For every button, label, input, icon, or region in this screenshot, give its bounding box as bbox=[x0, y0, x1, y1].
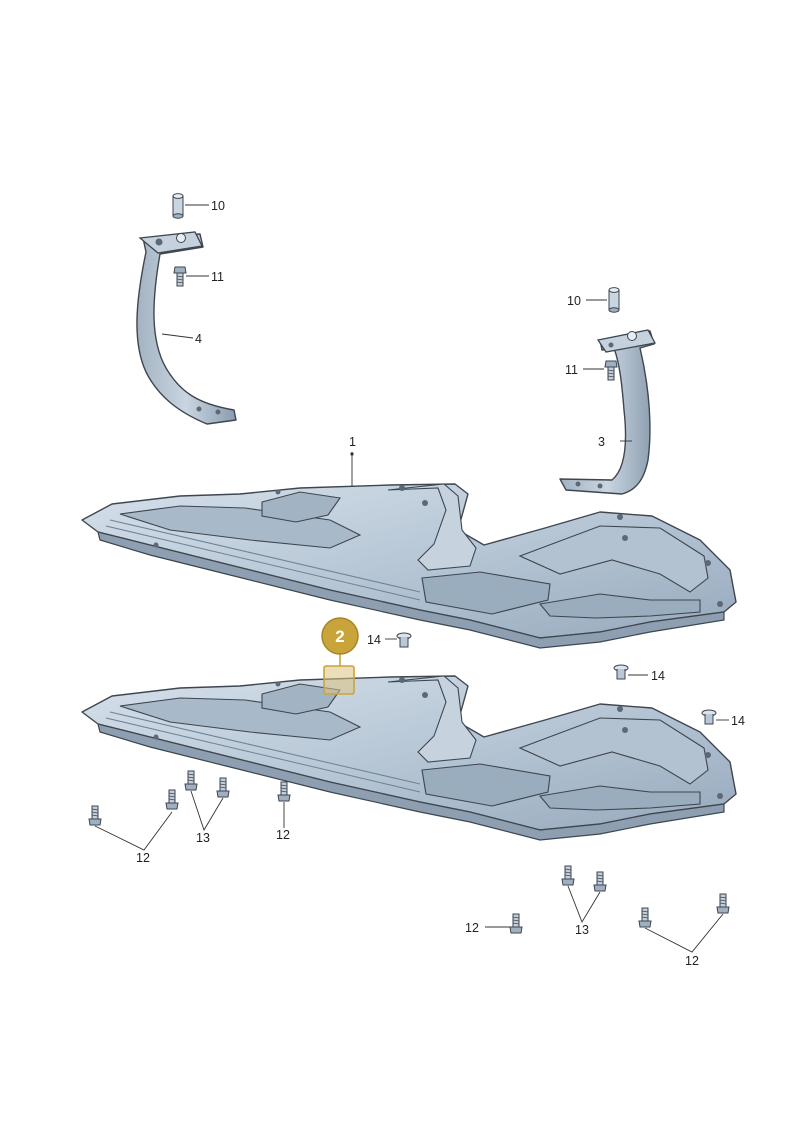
leader-lines bbox=[94, 204, 729, 953]
underbody-guard-upper bbox=[81, 483, 737, 649]
bolt-13-b bbox=[216, 777, 230, 798]
callout-13-a: 13 bbox=[196, 831, 210, 845]
bolt-12-c bbox=[277, 781, 291, 802]
bolt-12-d bbox=[509, 913, 523, 934]
bolt-12-a bbox=[88, 805, 102, 826]
sleeve-10-left bbox=[172, 193, 184, 219]
callout-12-b: 12 bbox=[276, 828, 290, 842]
callout-11-left: 11 bbox=[211, 270, 224, 284]
callout-labels: 1 3 4 10 10 11 11 12 12 12 12 13 13 14 1… bbox=[136, 199, 745, 968]
sleeve-10-right bbox=[608, 287, 620, 313]
callout-3: 3 bbox=[598, 435, 605, 449]
clip-14-c bbox=[701, 709, 717, 725]
bracket-right-3 bbox=[559, 329, 656, 495]
callout-12-c: 12 bbox=[465, 921, 479, 935]
underbody-guard-lower bbox=[81, 675, 737, 841]
bolt-12-e bbox=[638, 907, 652, 928]
callout-13-b: 13 bbox=[575, 923, 589, 937]
highlight-badge-number: 2 bbox=[335, 627, 344, 646]
callout-14-c: 14 bbox=[731, 714, 745, 728]
callout-14-b: 14 bbox=[651, 669, 665, 683]
bolt-11-right bbox=[604, 360, 618, 381]
bracket-left-4 bbox=[136, 231, 237, 425]
callout-12-a: 12 bbox=[136, 851, 150, 865]
highlight-marker[interactable]: 2 bbox=[321, 617, 359, 695]
callout-1: 1 bbox=[349, 435, 356, 449]
callout-10-left: 10 bbox=[211, 199, 225, 213]
callout-12-d: 12 bbox=[685, 954, 699, 968]
callout-11-right: 11 bbox=[565, 363, 578, 377]
bolt-12-b bbox=[165, 789, 179, 810]
bolt-13-a bbox=[184, 770, 198, 791]
bolt-12-f bbox=[716, 893, 730, 914]
callout-4: 4 bbox=[195, 332, 202, 346]
bolt-13-c bbox=[561, 865, 575, 886]
callout-14-a: 14 bbox=[367, 633, 381, 647]
callout-10-right: 10 bbox=[567, 294, 581, 308]
bolt-13-d bbox=[593, 871, 607, 892]
clip-14-a bbox=[396, 632, 412, 648]
bolt-11-left bbox=[173, 266, 187, 287]
clip-14-b bbox=[613, 664, 629, 680]
